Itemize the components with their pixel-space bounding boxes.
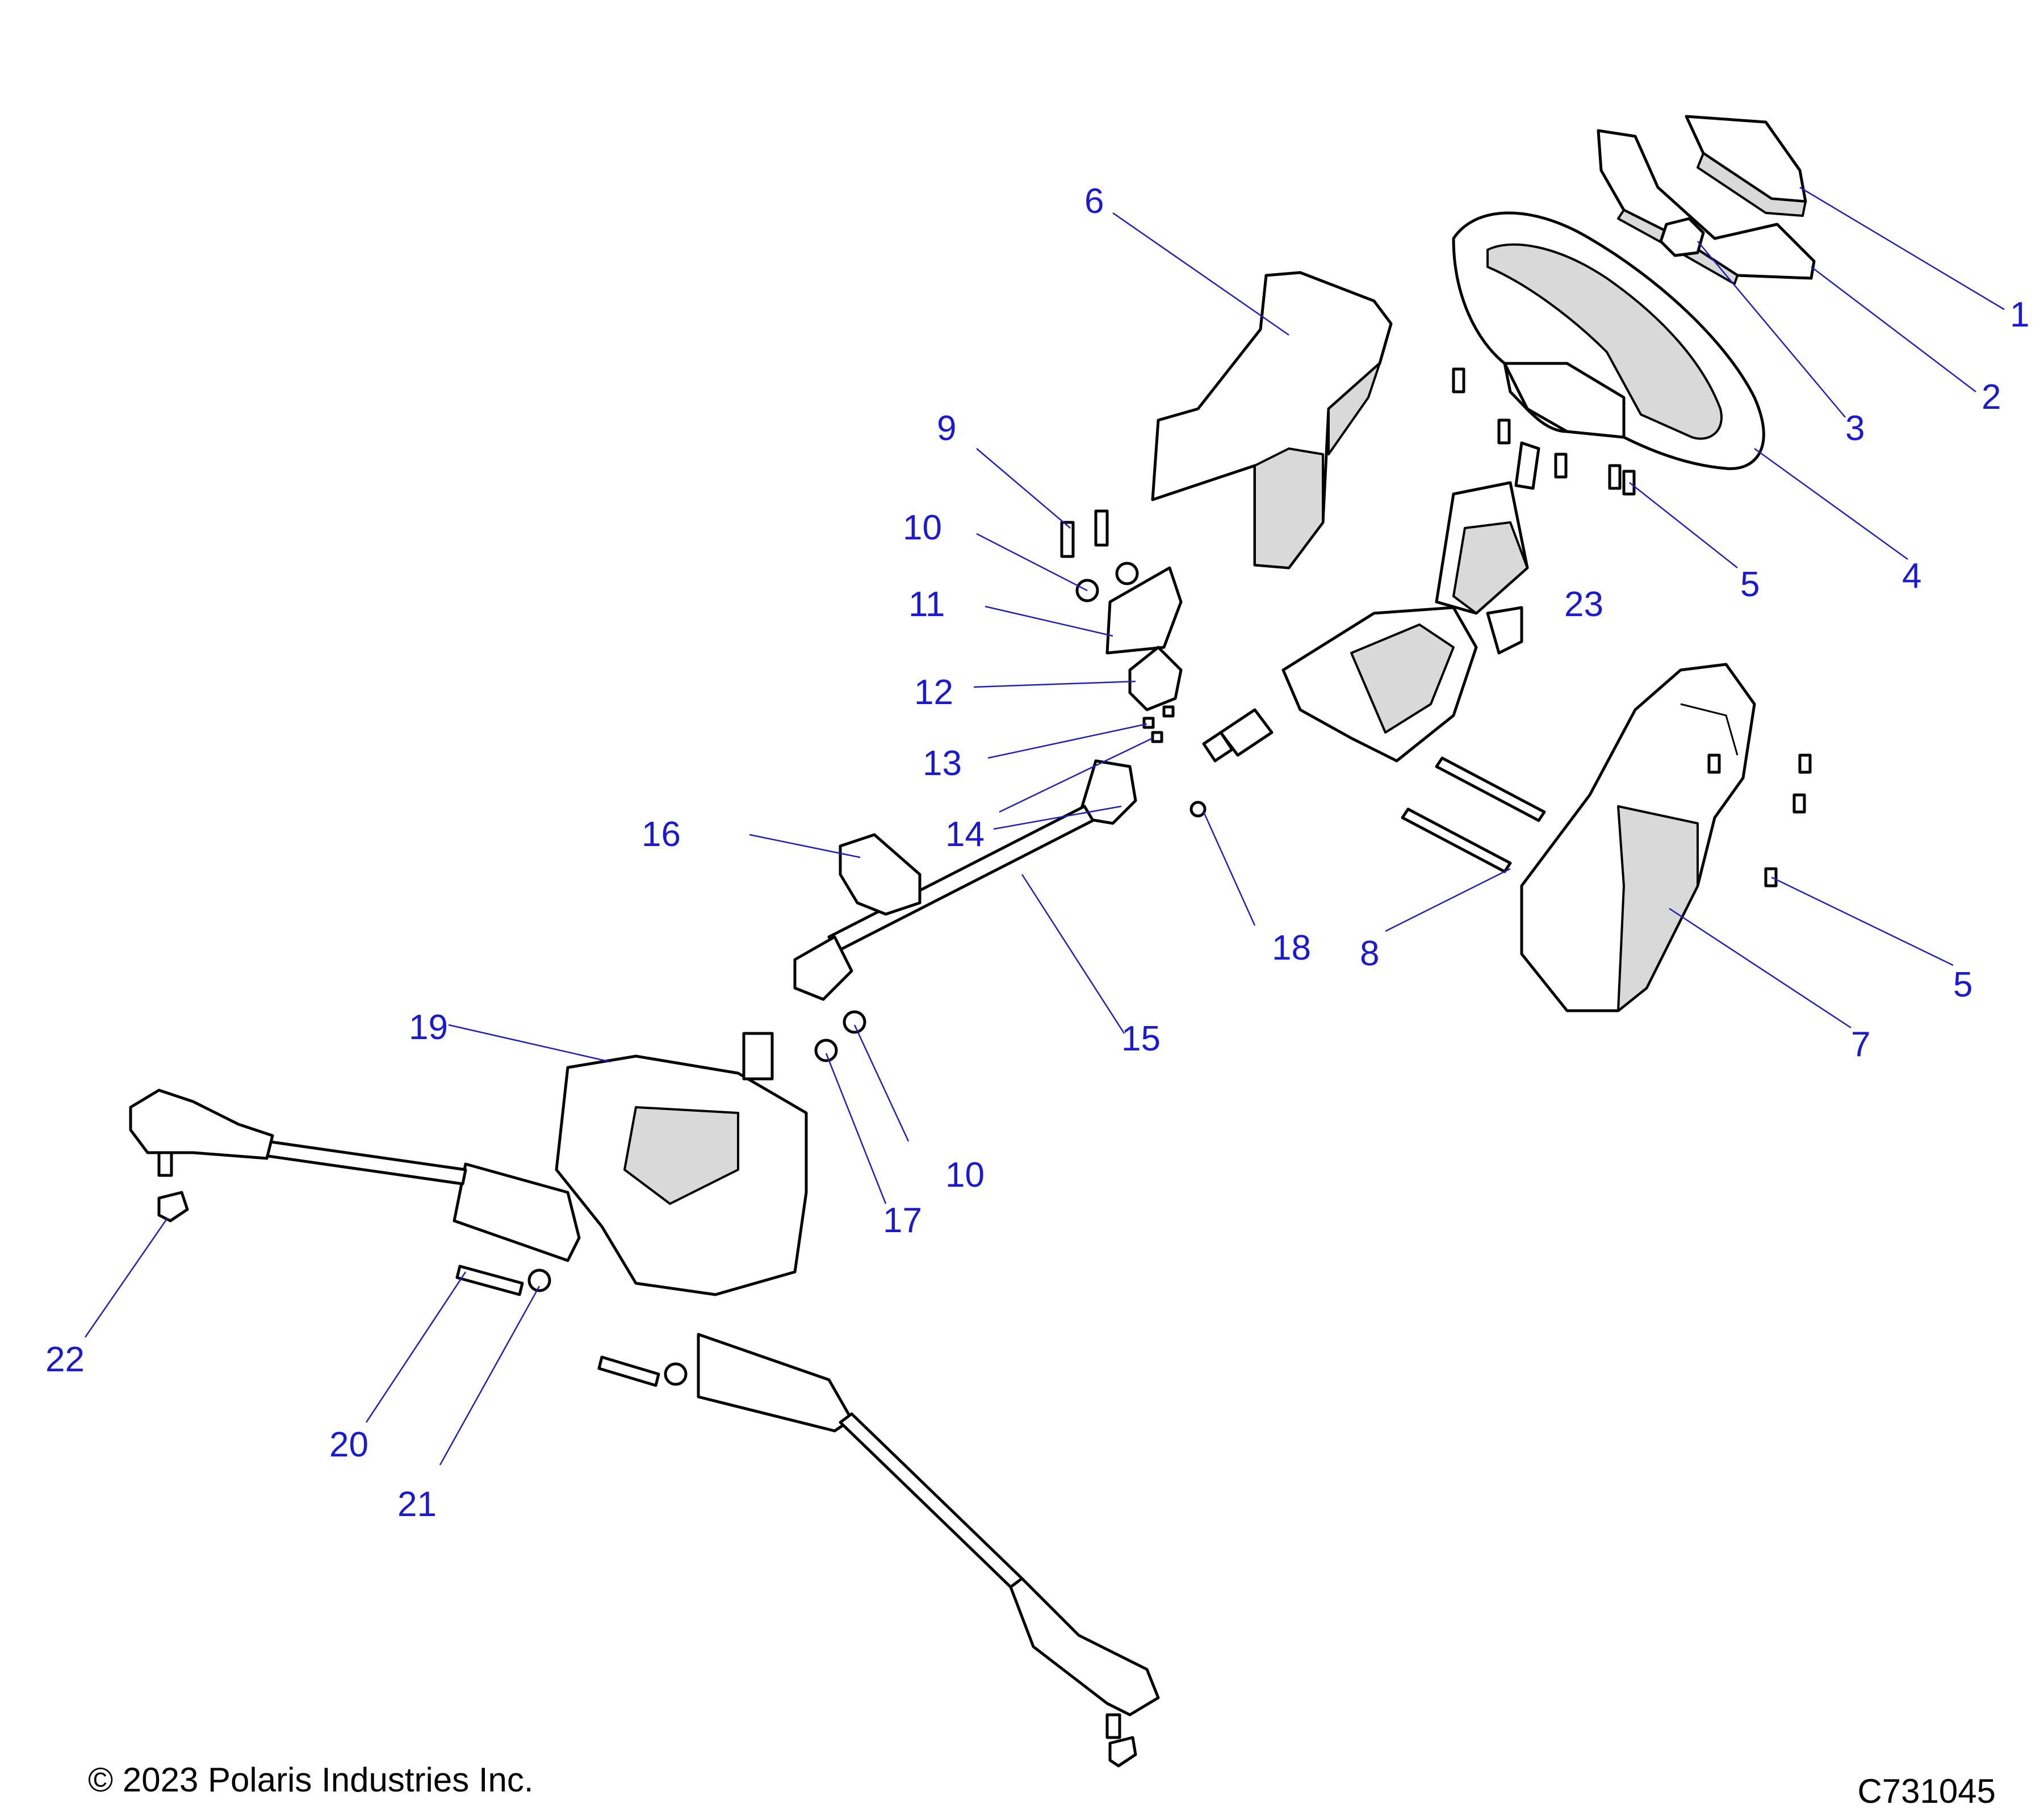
copyright-text: © 2023 Polaris Industries Inc. (88, 1761, 534, 1799)
callout-14: 14 (945, 815, 985, 854)
callout-8: 8 (1360, 934, 1379, 973)
part-4-steering-wheel (1452, 211, 1765, 470)
callout-11: 11 (908, 585, 945, 624)
callout-5-lower: 5 (1953, 965, 1972, 1004)
part-16-boot (839, 833, 922, 916)
callout-labels: 1 2 3 4 5 5 6 7 8 9 10 10 11 12 13 14 15… (45, 182, 2029, 1524)
diagram-id: C731045 (1857, 1772, 1996, 1810)
parts-17-18-hardware (814, 801, 1207, 1062)
callout-2: 2 (1982, 378, 2001, 417)
callout-13: 13 (923, 744, 962, 783)
callout-16: 16 (642, 815, 681, 854)
callout-9: 9 (937, 409, 956, 448)
callout-6: 6 (1084, 182, 1104, 221)
part-7-lower-cover (1520, 663, 1756, 1012)
part-3-nut (1659, 217, 1705, 257)
callout-18: 18 (1272, 928, 1311, 968)
part-6-upper-cover (1151, 271, 1393, 570)
callout-5-upper: 5 (1740, 565, 1760, 604)
callout-22: 22 (45, 1340, 85, 1379)
callout-10-upper: 10 (903, 508, 942, 547)
part-15-intermediate-shaft (793, 759, 1137, 1001)
callout-23: 23 (1564, 585, 1603, 624)
callout-19: 19 (409, 1008, 448, 1047)
part-8-bolts (1401, 756, 1546, 873)
callout-21: 21 (397, 1485, 437, 1524)
callout-1: 1 (2010, 295, 2029, 334)
callout-12: 12 (914, 673, 953, 712)
part-5-screws (1452, 367, 1812, 887)
callout-7: 7 (1851, 1025, 1870, 1064)
callout-15: 15 (1121, 1019, 1161, 1058)
callout-10-lower: 10 (945, 1155, 985, 1195)
parts-9-14-bracket-hardware (1060, 509, 1183, 743)
callout-4: 4 (1902, 556, 1921, 596)
leader-lines (84, 186, 2005, 1466)
callout-20: 20 (329, 1425, 368, 1464)
callout-17: 17 (883, 1201, 922, 1240)
steering-column (1202, 441, 1540, 763)
part-19-steering-rack (129, 1032, 1160, 1768)
callout-3: 3 (1845, 409, 1865, 448)
part-1-cover (1685, 115, 1807, 217)
